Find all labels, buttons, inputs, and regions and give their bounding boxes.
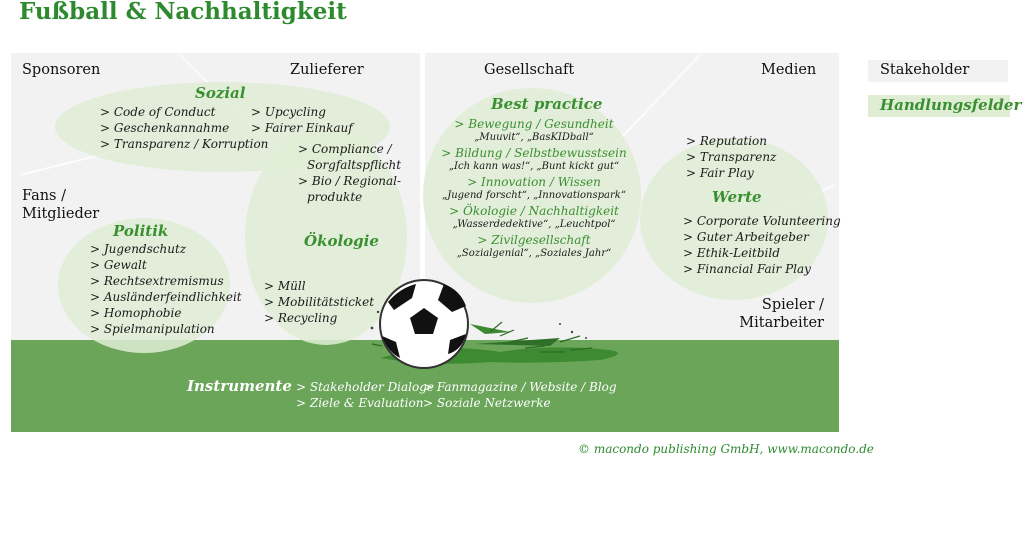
list-item: > Ziele & Evaluation [296,396,424,410]
list-item: > Financial Fair Play [683,262,811,276]
copyright-footer: © macondo publishing GmbH, www.macondo.d… [578,442,874,456]
list-item: > Recycling [264,311,338,325]
list-item: > Upcycling [251,105,326,119]
stakeholder-gesellschaft: Gesellschaft [484,62,575,78]
werte-heading: Werte [712,188,762,206]
list-item: > Stakeholder Dialoge [296,380,435,394]
best-practice-examples: „Wasserdedektive“, „Leuchtpol“ [452,219,616,230]
list-item: > Reputation [686,134,768,148]
page-title: Fußball & Nachhaltigkeit [19,0,347,25]
sozial-list-right: > Upcycling > Fairer Einkauf [251,104,353,136]
best-practice-examples: „Muuvit“, „BasKIDball“ [474,132,594,143]
list-item: > Jugendschutz [90,242,187,256]
list-item: > Fair Play [686,166,754,180]
instrumente-list-2: > Fanmagazine / Website / Blog > Soziale… [423,379,617,411]
stakeholder-zulieferer: Zulieferer [290,62,364,78]
list-item: produkte [307,190,363,204]
best-practice-examples: „Sozialgenial“, „Soziales Jahr“ [456,248,612,259]
stakeholder-spieler-line1: Spieler / [761,297,824,313]
best-practice-label: > Ökologie / Nachhaltigkeit [449,204,619,218]
list-item: Sorgfaltspflicht [307,158,402,172]
politik-heading: Politik [113,222,169,240]
list-item: > Compliance / [298,142,392,156]
list-item: > Ethik-Leitbild [683,246,780,260]
list-item: > Geschenkannahme [100,121,230,135]
oekologie-heading: Ökologie [304,232,379,250]
list-item: > Transparenz [686,150,777,164]
legend-stakeholder-label: Stakeholder [880,62,970,78]
stakeholder-medien: Medien [761,62,817,78]
oekologie-list: > Müll > Mobilitätsticket > Recycling [264,278,374,326]
stakeholder-spieler: Spieler / Mitarbeiter [738,296,824,332]
best-practice-examples: „Ich kann was!“, „Bunt kickt gut“ [448,161,620,172]
list-item: > Ausländerfeindlichkeit [90,290,242,304]
sozial-list-left: > Code of Conduct > Geschenkannahme > Tr… [100,104,268,152]
list-item: > Homophobie [90,306,182,320]
list-item: > Corporate Volunteering [683,214,841,228]
best-practice-examples: „Jugend forscht“, „Innovationspark“ [442,190,626,201]
list-item: > Rechtsextremismus [90,274,224,288]
list-item: > Fanmagazine / Website / Blog [423,380,617,394]
soccer-ball-icon [370,279,618,369]
compliance-list: > Compliance / Sorgfaltspflicht > Bio / … [298,141,401,205]
best-practice-bubble [423,88,641,303]
sozial-heading: Sozial [195,84,246,102]
best-practice-label: > Bewegung / Gesundheit [454,117,614,131]
list-item: > Guter Arbeitgeber [683,230,809,244]
instrumente-list-1: > Stakeholder Dialoge > Ziele & Evaluati… [296,379,434,411]
best-practice-heading: Best practice [491,95,603,113]
list-item: > Code of Conduct [100,105,216,119]
legend-handlungsfelder-box [868,95,1010,117]
best-practice-groups: > Bewegung / Gesundheit „Muuvit“, „BasKI… [432,116,636,259]
list-item: > Soziale Netzwerke [423,396,551,410]
medien-list: > Reputation > Transparenz > Fair Play [686,133,776,181]
legend-stakeholder-box [868,60,1008,82]
list-item: > Bio / Regional- [298,174,402,188]
stakeholder-sponsoren: Sponsoren [22,62,101,78]
list-item: > Spielmanipulation [90,322,215,336]
list-item: > Müll [264,279,306,293]
instrumente-heading: Instrumente [187,377,292,395]
best-practice-label: > Bildung / Selbstbewusstsein [441,146,627,160]
werte-bubble [640,138,828,300]
list-item: > Gewalt [90,258,147,272]
best-practice-label: > Zivilgesellschaft [477,233,591,247]
politik-bubble [58,218,230,353]
oekologie-bubble [245,130,407,345]
best-practice-label: > Innovation / Wissen [467,175,601,189]
list-item: > Transparenz / Korruption [100,137,269,151]
legend-handlungsfelder-label: Handlungsfelder [880,96,1022,114]
stakeholder-fans-line2: Mitglieder [22,206,100,222]
werte-list: > Corporate Volunteering > Guter Arbeitg… [683,213,841,277]
stakeholder-spieler-line2: Mitarbeiter [739,315,824,331]
list-item: > Fairer Einkauf [251,121,353,135]
list-item: > Mobilitätsticket [264,295,375,309]
politik-list: > Jugendschutz > Gewalt > Rechtsextremis… [90,241,242,337]
stakeholder-fans: Fans / Mitglieder [22,187,99,223]
stakeholder-fans-line1: Fans / [22,188,66,204]
